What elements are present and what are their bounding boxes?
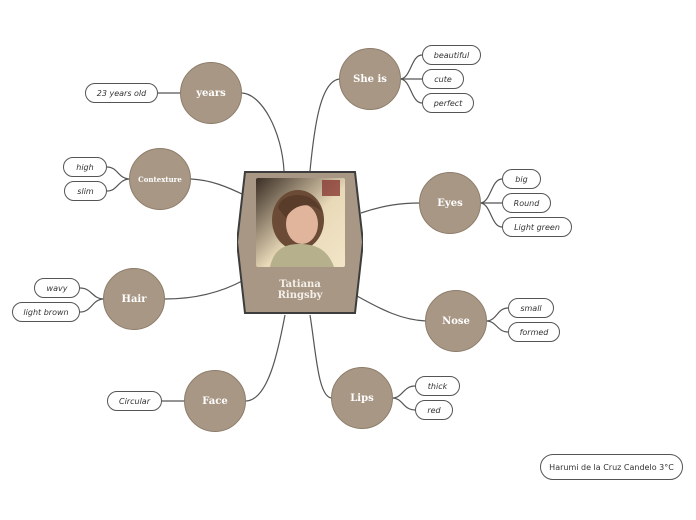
leaf-hair-light-brown[interactable]: light brown (12, 302, 80, 322)
link-contexture-leaf-2 (106, 178, 131, 192)
leaf-contexture-slim[interactable]: slim (64, 181, 107, 201)
link-years (241, 92, 285, 172)
link-she-is-leaf-3 (399, 78, 423, 104)
link-nose (356, 295, 427, 322)
link-lips-leaf-1 (391, 385, 416, 399)
link-she-is (309, 78, 341, 172)
link-hair-leaf-1 (79, 287, 105, 300)
topic-she-is[interactable]: She is (339, 48, 401, 110)
link-eyes-leaf-1 (479, 178, 503, 204)
link-hair-leaf-2 (79, 298, 105, 313)
leaf-contexture-high[interactable]: high (63, 157, 107, 177)
leaf-lips-thick[interactable]: thick (415, 376, 460, 396)
link-face (245, 314, 286, 402)
topic-contexture[interactable]: Contexture (129, 148, 191, 210)
link-contexture (190, 178, 247, 197)
topic-hair[interactable]: Hair (103, 268, 165, 330)
leaf-eyes-light-green[interactable]: Light green (502, 217, 572, 237)
link-hair (164, 279, 245, 300)
link-eyes-leaf-3 (479, 202, 503, 228)
leaf-eyes-big[interactable]: big (502, 169, 541, 189)
link-contexture-leaf-1 (106, 166, 131, 180)
portrait-photo-icon (256, 178, 345, 267)
central-topic-first-name: Tatiana (279, 279, 321, 290)
author-note: Harumi de la Cruz Candelo 3°C (540, 454, 683, 480)
leaf-she-is-beautiful[interactable]: beautiful (422, 45, 481, 65)
link-lips (309, 314, 333, 399)
central-topic-last-name: Ringsby (277, 290, 323, 301)
leaf-face-circular[interactable]: Circular (107, 391, 162, 411)
link-she-is-leaf-1 (399, 54, 423, 80)
leaf-nose-formed[interactable]: formed (508, 322, 560, 342)
topic-lips[interactable]: Lips (331, 367, 393, 429)
leaf-nose-small[interactable]: small (508, 298, 554, 318)
leaf-she-is-cute[interactable]: cute (422, 69, 464, 89)
leaf-she-is-perfect[interactable]: perfect (422, 93, 474, 113)
topic-face[interactable]: Face (184, 370, 246, 432)
link-nose-leaf-2 (485, 320, 509, 333)
central-topic-title: Tatiana Ringsby (244, 279, 356, 301)
link-nose-leaf-1 (485, 307, 509, 322)
topic-years[interactable]: years (180, 62, 242, 124)
topic-nose[interactable]: Nose (425, 290, 487, 352)
leaf-eyes-round[interactable]: Round (502, 193, 551, 213)
leaf-years-age[interactable]: 23 years old (85, 83, 158, 103)
link-eyes (360, 202, 421, 214)
leaf-lips-red[interactable]: red (415, 400, 453, 420)
topic-eyes[interactable]: Eyes (419, 172, 481, 234)
leaf-hair-wavy[interactable]: wavy (34, 278, 80, 298)
link-lips-leaf-2 (391, 397, 416, 411)
